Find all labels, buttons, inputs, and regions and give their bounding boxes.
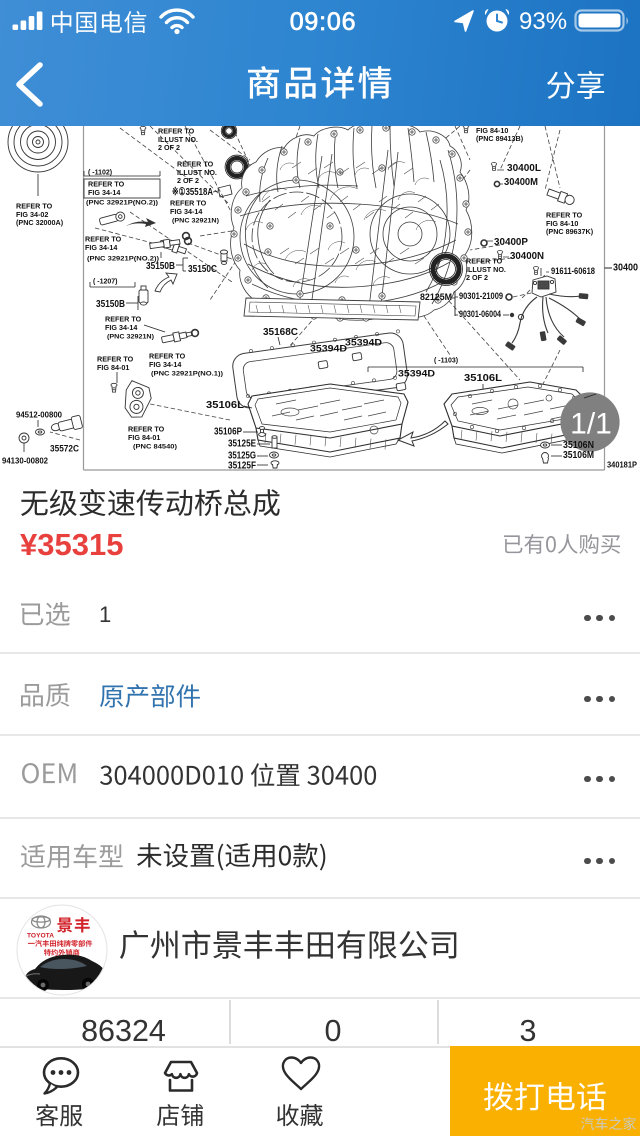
svg-text:2 OF 2: 2 OF 2 [177,176,199,185]
svg-text:35125F: 35125F [228,461,256,472]
svg-text:(PNC 89413B): (PNC 89413B) [476,134,524,143]
svg-text:REFER TO: REFER TO [149,352,186,361]
svg-text:( -1207): ( -1207) [93,279,118,286]
svg-text:30400P: 30400P [494,237,528,248]
svg-text:2 OF 2: 2 OF 2 [466,273,488,282]
svg-text:35394D: 35394D [398,368,435,379]
svg-text:(PNC 89637K): (PNC 89637K) [546,227,594,236]
svg-text:REFER TO: REFER TO [16,202,53,211]
svg-text:94130-00802: 94130-00802 [2,456,48,466]
svg-text:1/1: 1/1 [570,408,612,441]
svg-text:REFER TO: REFER TO [128,425,165,434]
svg-text:TOYOTA: TOYOTA [27,933,54,940]
svg-text:(PNC 32921N): (PNC 32921N) [172,217,219,224]
svg-text:FIG 84-01: FIG 84-01 [128,433,160,442]
svg-text:30400: 30400 [613,263,638,274]
svg-text:35394D: 35394D [345,337,382,348]
svg-text:FIG 34-14: FIG 34-14 [149,360,181,369]
svg-text:ILLUST NO.: ILLUST NO. [466,265,506,274]
svg-text:(PNC 32921P(NO.2)): (PNC 32921P(NO.2)) [87,255,159,262]
svg-text:91611-60618: 91611-60618 [551,266,595,276]
svg-text:REFER TO: REFER TO [466,257,503,266]
svg-text:REFER TO: REFER TO [177,160,214,169]
svg-text:FIG 34-02: FIG 34-02 [16,210,48,219]
svg-text:※①35518A: ※①35518A [172,186,213,198]
svg-text:(PNC 84540): (PNC 84540) [133,443,177,450]
svg-text:94512-00800: 94512-00800 [16,410,62,420]
svg-text:340181P: 340181P [607,460,637,470]
svg-text:35125E: 35125E [228,439,256,450]
svg-text:REFER TO: REFER TO [97,355,134,364]
svg-text:REFER TO: REFER TO [105,315,142,324]
svg-text:REFER TO: REFER TO [170,199,207,208]
svg-text:( -1103): ( -1103) [434,358,458,365]
svg-text:ILLUST NO.: ILLUST NO. [158,135,198,144]
svg-text:30400M: 30400M [504,177,538,188]
svg-text:FIG 84-10: FIG 84-10 [546,219,578,228]
svg-text:REFER TO: REFER TO [85,235,122,244]
svg-text:90301-21009: 90301-21009 [459,291,503,301]
svg-text:35150C: 35150C [188,264,217,275]
svg-text:FIG 84-01: FIG 84-01 [97,363,129,372]
svg-text:82125M: 82125M [420,292,452,302]
svg-text:35106P: 35106P [214,427,242,438]
svg-text:35572C: 35572C [50,443,79,454]
svg-text:( -1102): ( -1102) [88,170,112,177]
svg-text:2 OF 2: 2 OF 2 [158,143,180,152]
svg-text:REFER TO: REFER TO [158,127,195,136]
svg-text:35106M: 35106M [563,450,594,461]
svg-text:35106N: 35106N [563,440,594,451]
svg-text:REFER TO: REFER TO [476,126,513,127]
svg-text:35106L: 35106L [206,399,245,411]
svg-text:FIG 34-14: FIG 34-14 [88,188,120,197]
svg-text:FIG 34-14: FIG 34-14 [85,243,117,252]
svg-text:90301-06004: 90301-06004 [459,309,501,319]
svg-text:30400N: 30400N [510,251,544,262]
svg-text:(PNC 32921P(NO.2)): (PNC 32921P(NO.2)) [86,199,158,206]
svg-text:(PNC 32921P(NO.1)): (PNC 32921P(NO.1)) [151,370,223,377]
svg-text:(PNC 32921N): (PNC 32921N) [107,333,154,340]
svg-text:35150B: 35150B [96,299,125,310]
svg-text:REFER TO: REFER TO [546,211,583,220]
svg-text:REFER TO: REFER TO [88,180,125,189]
svg-text:ILLUST NO.: ILLUST NO. [177,168,217,177]
svg-text:(PNC 32000A): (PNC 32000A) [16,218,64,227]
svg-text:35125G: 35125G [228,451,256,462]
svg-text:30400L: 30400L [507,163,541,174]
svg-text:35150B: 35150B [146,261,175,272]
svg-text:35394D: 35394D [310,343,347,354]
svg-text:35168C: 35168C [263,326,298,338]
svg-text:FIG 84-10: FIG 84-10 [476,126,508,135]
svg-text:FIG 34-14: FIG 34-14 [170,207,202,216]
svg-text:35106L: 35106L [464,372,503,384]
svg-text:FIG 34-14: FIG 34-14 [105,323,137,332]
